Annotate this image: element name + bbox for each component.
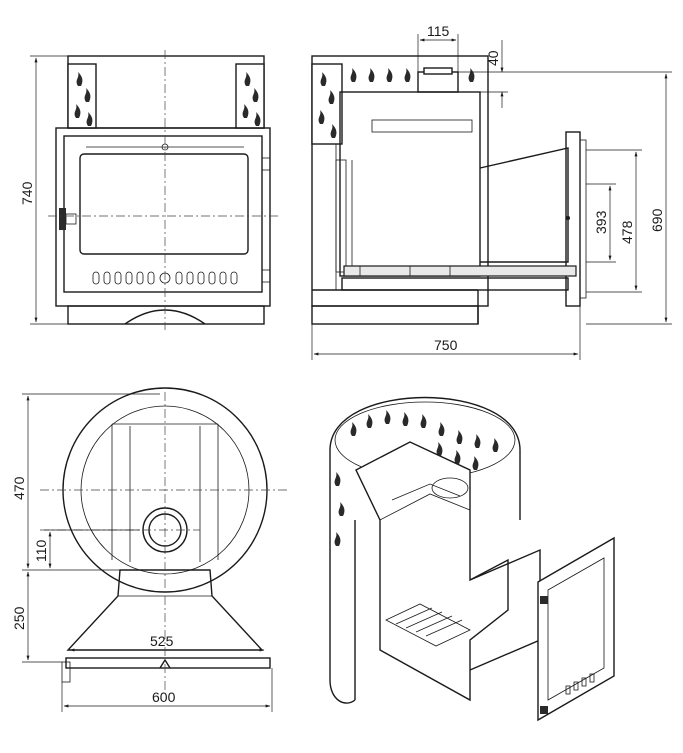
dim-total-height: 690 [649,208,665,232]
dim-total-width-top: 600 [152,689,176,705]
door-handle [59,208,66,230]
dim-frame-height: 478 [619,220,635,244]
dim-total-width: 750 [434,337,458,353]
iso-door-frame [537,536,615,722]
door [63,135,263,293]
vent-slots [92,271,238,285]
iso-grate [385,603,471,647]
front-view: 740 [19,50,280,330]
dim-frame-width: 525 [150,633,174,649]
front-frame [65,657,271,669]
cylinder-shell [329,396,521,704]
dim-collar-height: 40 [485,50,501,66]
top-view: 470 110 250 525 600 [11,387,290,712]
chimney-collar [417,71,459,93]
dim-collar-width: 115 [427,23,450,39]
ash-pan [341,277,569,291]
iso-vent-slots [565,673,595,695]
dim-body-depth: 470 [11,476,27,500]
dim-door-height: 393 [593,210,609,234]
door-glass [79,153,249,255]
side-stone-panel [311,63,343,145]
dim-flue-offset: 110 [33,539,49,562]
side-base [311,305,479,325]
left-stone-panel [67,63,97,129]
side-view: 115 40 393 478 690 750 [311,23,672,360]
stove-base [67,305,265,325]
isometric-cutaway [329,396,615,722]
dim-tunnel-depth: 250 [11,606,27,630]
dim-front-height: 740 [19,181,35,205]
